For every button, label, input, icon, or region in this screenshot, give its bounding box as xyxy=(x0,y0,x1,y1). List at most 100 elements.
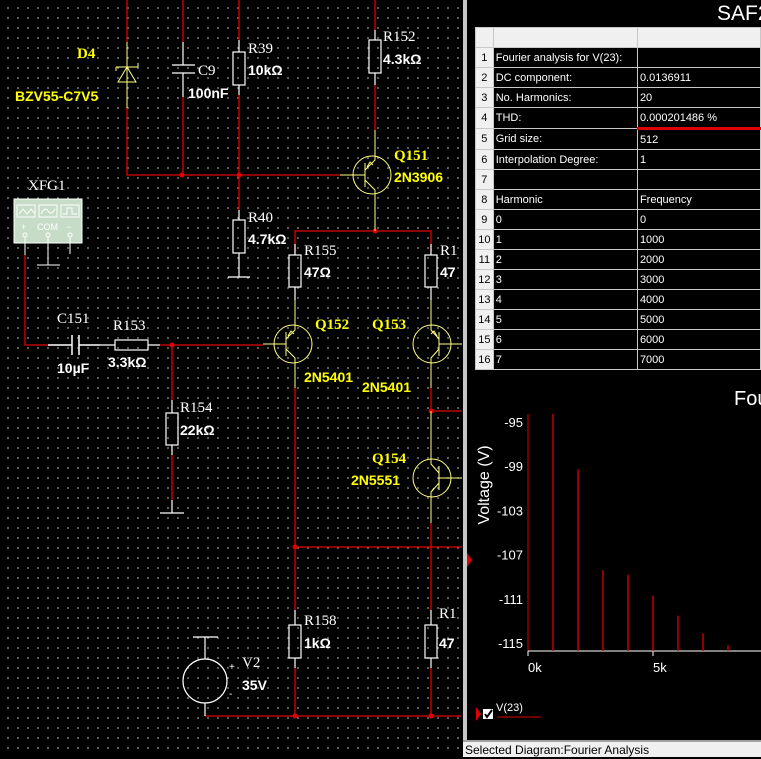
table-cell[interactable]: Frequency xyxy=(636,189,761,210)
y-tick-label: -103 xyxy=(497,503,523,518)
table-cell[interactable]: 4 xyxy=(492,289,638,310)
r40-ref: R40 xyxy=(248,210,273,226)
q154-ref: Q154 xyxy=(372,451,407,467)
xfg1-minus: − xyxy=(66,222,71,232)
table-cell[interactable]: 1000 xyxy=(636,229,761,250)
table-cell[interactable]: 5000 xyxy=(636,309,761,330)
chart-title: Fou xyxy=(734,388,761,410)
check-icon xyxy=(484,709,493,719)
c151-value: 10µF xyxy=(57,360,90,376)
table-cell[interactable]: DC component: xyxy=(492,67,638,88)
r39-value: 10kΩ xyxy=(248,62,283,78)
q154-value: 2N5551 xyxy=(351,472,400,488)
r156-value: 47 xyxy=(440,264,456,280)
table-cell[interactable]: No. Harmonics: xyxy=(492,87,638,108)
r159-ref: R1 xyxy=(439,606,457,622)
r152-value: 4.3kΩ xyxy=(383,51,421,67)
y-tick-label: -99 xyxy=(504,459,523,474)
xfg1-com: COM xyxy=(37,222,58,232)
table-cell[interactable]: 1 xyxy=(492,229,638,250)
r154-ref: R154 xyxy=(180,400,213,416)
table-cell[interactable] xyxy=(636,47,761,68)
y-axis-label: Voltage (V) xyxy=(476,445,493,524)
row-number[interactable]: 13 xyxy=(475,289,494,310)
r152-ref: R152 xyxy=(383,29,416,45)
x-tick-label: 0k xyxy=(528,660,542,675)
y-tick-label: -95 xyxy=(504,415,523,430)
d4-value: BZV55-C7V5 xyxy=(15,88,98,104)
grapher-title: SAF2 xyxy=(717,2,761,25)
q151-value: 2N3906 xyxy=(394,169,443,185)
capacitor-c151[interactable] xyxy=(48,335,100,355)
function-generator-xfg1[interactable]: + COM − xyxy=(13,198,83,266)
y-tick-label: -111 xyxy=(499,592,523,607)
xfg1-ref: XFG1 xyxy=(28,178,66,194)
y-tick-label: -107 xyxy=(497,548,523,563)
table-cell[interactable]: 6 xyxy=(492,329,638,350)
fourier-chart[interactable]: FouVoltage (V) -95 -99 -103 -107 -111 -115 0k 5k… xyxy=(467,0,761,740)
y-cursor-marker xyxy=(467,553,472,567)
r155-ref: R155 xyxy=(304,243,337,259)
c151-ref: C151 xyxy=(57,311,90,327)
q153-ref: Q153 xyxy=(372,317,406,333)
r154-value: 22kΩ xyxy=(180,422,215,438)
wires xyxy=(24,0,462,717)
row-number[interactable]: 10 xyxy=(475,229,494,250)
c9-ref: C9 xyxy=(198,63,216,79)
y-tick-label: -115 xyxy=(498,636,523,651)
resistors[interactable] xyxy=(100,30,438,668)
zener-diode-d4[interactable] xyxy=(115,42,139,108)
q153-value: 2N5401 xyxy=(362,379,411,395)
table-cell[interactable]: 7 xyxy=(492,349,638,370)
table-cell[interactable]: 512 xyxy=(636,128,761,150)
r159-value: 47 xyxy=(439,635,455,651)
table-cell[interactable]: 6000 xyxy=(636,329,761,350)
row-number[interactable]: 9 xyxy=(475,209,494,230)
r153-value: 3.3kΩ xyxy=(108,354,146,370)
r156-ref: R1 xyxy=(440,243,458,259)
table-cell[interactable]: Fourier analysis for V(23): xyxy=(492,47,638,68)
v2-value: 35V xyxy=(242,677,268,693)
v2-plus: + xyxy=(229,662,235,673)
capacitor-c9[interactable] xyxy=(172,42,195,97)
q152-value: 2N5401 xyxy=(304,369,353,385)
r40-value: 4.7kΩ xyxy=(248,231,286,247)
c9-value: 100nF xyxy=(188,85,229,101)
table-cell[interactable]: Grid size: xyxy=(492,128,638,150)
d4-ref: D4 xyxy=(77,46,96,62)
table-cell[interactable]: THD: xyxy=(492,107,638,129)
table-cell[interactable]: 7000 xyxy=(636,349,761,370)
r155-value: 47Ω xyxy=(304,264,331,280)
row-number[interactable]: 8 xyxy=(475,189,494,210)
row-number[interactable]: 4 xyxy=(475,107,494,129)
r153-ref: R153 xyxy=(113,318,146,334)
q152-ref: Q152 xyxy=(315,317,349,333)
table-cell[interactable]: 5 xyxy=(492,309,638,330)
x-tick-label: 5k xyxy=(653,660,667,675)
status-bar: Selected Diagram:Fourier Analysis xyxy=(463,740,761,757)
dc-source-v2[interactable] xyxy=(182,636,228,716)
legend-label: V(23) xyxy=(496,702,523,714)
v2-ref: V2 xyxy=(242,655,260,671)
schematic-canvas[interactable]: D4 BZV55-C7V5 C9 100nF R39 10kΩ R152 4.3… xyxy=(0,0,463,757)
table-cell[interactable]: 0.000201486 % xyxy=(636,107,761,130)
r39-ref: R39 xyxy=(248,41,273,57)
transistors[interactable] xyxy=(263,130,462,523)
table-cell[interactable]: 4000 xyxy=(636,289,761,310)
v2-minus: - xyxy=(229,689,232,700)
r158-ref: R158 xyxy=(304,613,337,629)
